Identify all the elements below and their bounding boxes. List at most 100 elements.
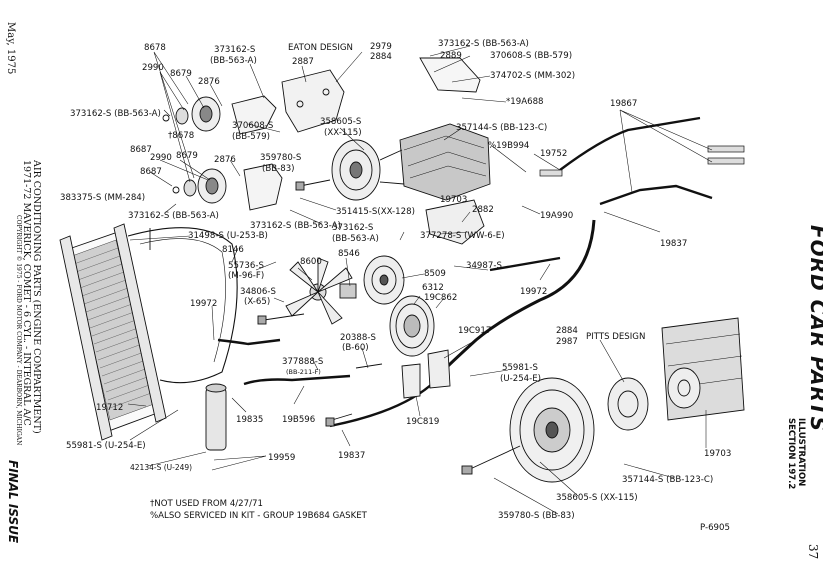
label-19a990: 19A990 — [540, 211, 573, 221]
label-8146: 8146 — [222, 245, 244, 255]
idler-pulley-upper-drawing — [162, 95, 277, 135]
fan-blade-drawing — [285, 257, 353, 325]
label-358605-bottom: 358605-S (XX-115) — [556, 493, 638, 503]
fan-shroud-drawing — [127, 227, 238, 384]
label-373162-c1: 373162-S (BB-563-A) — [250, 221, 341, 231]
label-359780-mid: 359780-S — [260, 153, 301, 163]
leader-lines — [127, 45, 713, 515]
label-357144-bottom: 357144-S (BB-123-C) — [622, 475, 713, 485]
label-373162-left: 373162-S (BB-563-A) — [70, 109, 161, 119]
label-2876-b: 2876 — [214, 155, 236, 165]
label-373162-a: 373162-S — [214, 45, 255, 55]
label-bb211f: (BB-211-F) — [286, 368, 321, 376]
label-8678-b: †8678 — [168, 131, 194, 141]
part-labels: 8678 2990 8679 2876 373162-S (BB-563-A) … — [60, 39, 731, 533]
label-8679-b: 8679 — [176, 151, 198, 161]
label-357144-mid: 357144-S (BB-123-C) — [456, 123, 547, 133]
label-2884-b: 2884 — [556, 326, 578, 336]
label-19867: 19867 — [610, 99, 637, 109]
label-xx115-mid: (XX-115) — [324, 128, 362, 138]
refrigerant-hoses-drawing — [217, 116, 713, 428]
label-8687-b: 8687 — [140, 167, 162, 177]
fan-spacer-pulley-drawing — [339, 255, 405, 305]
note-serviced-in-kit: %ALSO SERVICED IN KIT - GROUP 19B684 GAS… — [150, 511, 368, 521]
label-19835: 19835 — [236, 415, 263, 425]
label-2884-a: 2884 — [370, 52, 392, 62]
label-bb563-c2: (BB-563-A) — [332, 234, 379, 244]
label-2990-a: 2990 — [142, 63, 164, 73]
label-19837-bottom: 19837 — [338, 451, 365, 461]
label-8546: 8546 — [338, 249, 360, 259]
label-55981-mid: 55981-S — [502, 363, 538, 373]
label-377888: 377888-S — [282, 357, 323, 367]
compressor-lower-bracket-drawing — [425, 199, 485, 245]
label-19837-right: 19837 — [660, 239, 687, 249]
idler-pulley-lower-drawing — [172, 163, 283, 211]
fastener-bolts-drawing — [257, 179, 521, 475]
label-34806: 34806-S — [240, 287, 276, 297]
label-2882: 2882 — [472, 205, 494, 215]
label-34987: 34987-S — [466, 261, 502, 271]
label-358605-mid: 358605-S — [320, 117, 361, 127]
label-x65: (X-65) — [244, 297, 270, 307]
label-bb83-mid: (BB-83) — [262, 164, 295, 174]
label-m96f: (M-96-F) — [228, 271, 264, 281]
label-373162-top: 373162-S (BB-563-A) — [438, 39, 529, 49]
label-19c917: 19C917 — [458, 326, 491, 336]
label-19b994: %19B994 — [488, 141, 529, 151]
label-u254e-mid: (U-254-E) — [500, 374, 541, 384]
pitts-compressor-drawing — [661, 317, 745, 421]
label-8687-a: 8687 — [130, 145, 152, 155]
label-bb579-mid: (BB-579) — [232, 132, 270, 142]
compressor-drawing — [331, 123, 491, 201]
label-31498: 31498-S (U-253-B) — [188, 231, 268, 241]
label-370608-mid: 370608-S — [232, 121, 273, 131]
condenser-drawing — [59, 223, 167, 441]
label-19c819: 19C819 — [406, 417, 439, 427]
magnetic-clutch-drawing — [509, 377, 649, 483]
label-2876-a: 2876 — [198, 77, 220, 87]
label-373162-lower: 373162-S (BB-563-A) — [128, 211, 219, 221]
label-377278: 377278-S (WW-6-E) — [420, 231, 505, 241]
label-8678-a: 8678 — [144, 43, 166, 53]
label-2979: 2979 — [370, 42, 392, 52]
label-359780-bottom: 359780-S (BB-83) — [498, 511, 575, 521]
label-351415: 351415-S(XX-128) — [336, 207, 415, 217]
label-8600: 8600 — [300, 257, 322, 267]
label-19a688: *19A688 — [506, 97, 544, 107]
label-2990-b: 2990 — [150, 153, 172, 163]
label-19c862: 19C862 — [424, 293, 457, 303]
label-2987: 2987 — [556, 337, 578, 347]
crank-pulley-drawing — [389, 295, 435, 357]
note-not-used: †NOT USED FROM 4/27/71 — [150, 499, 263, 509]
receiver-drier-drawing — [205, 383, 227, 451]
eaton-mounting-bracket-drawing — [281, 69, 345, 133]
label-19703-mid: 19703 — [440, 195, 467, 205]
label-19752: 19752 — [540, 149, 567, 159]
label-19b596: 19B596 — [282, 415, 315, 425]
label-19959: 19959 — [268, 453, 295, 463]
label-19972-right: 19972 — [520, 287, 547, 297]
label-bb563-a: (BB-563-A) — [210, 56, 257, 66]
label-55736: 55736-S — [228, 261, 264, 271]
label-8679-a: 8679 — [170, 69, 192, 79]
label-6312: 6312 — [422, 283, 444, 293]
label-pitts-design: PITTS DESIGN — [586, 332, 645, 342]
label-383375: 383375-S (MM-284) — [60, 193, 145, 203]
label-55981-left: 55981-S (U-254-E) — [66, 441, 146, 451]
label-2889: 2889 — [440, 51, 462, 61]
label-42134: 42134-S (U-249) — [130, 463, 192, 472]
label-19972-left: 19972 — [190, 299, 217, 309]
label-2887: 2887 — [292, 57, 314, 67]
label-370608-top: 370608-S (BB-579) — [490, 51, 572, 61]
label-eaton-design: EATON DESIGN — [288, 43, 353, 53]
label-20388: 20388-S — [340, 333, 376, 343]
label-373162-c2: 373162-S — [332, 223, 373, 233]
misc-brackets-drawing — [401, 57, 481, 399]
figure-number: P-6905 — [700, 523, 730, 533]
label-374702: 374702-S (MM-302) — [490, 71, 575, 81]
label-b60: (B-60) — [342, 343, 369, 353]
label-8509: 8509 — [424, 269, 446, 279]
